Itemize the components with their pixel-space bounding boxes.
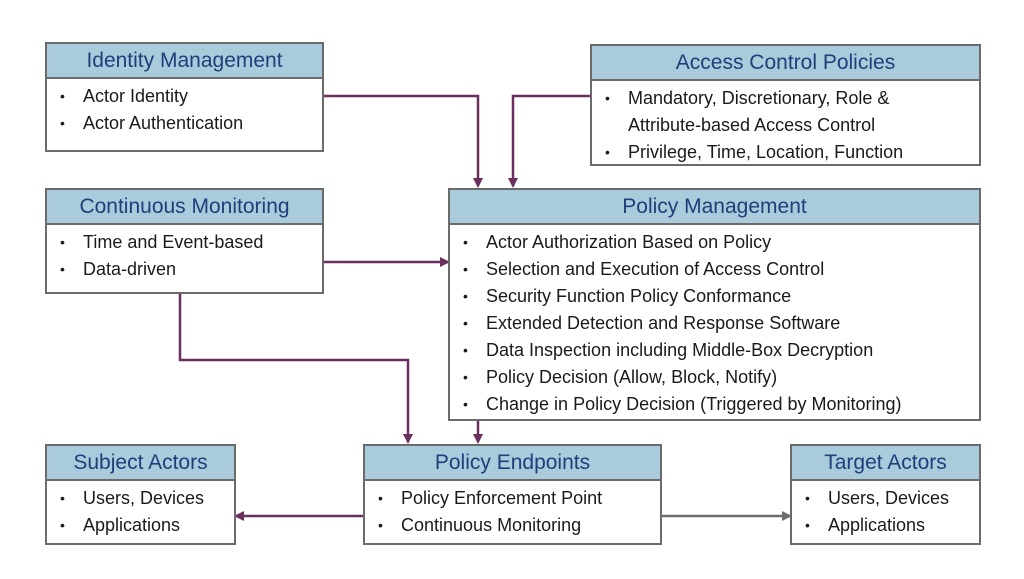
list-item: •Extended Detection and Response Softwar… [463,313,841,333]
arrow-access-policy [508,94,591,188]
subject-actors-box: Subject Actors •Users, Devices •Applicat… [45,444,236,545]
list-item: •Security Function Policy Conformance [463,286,792,306]
subject-actors-list: •Users, Devices •Applications [47,481,234,539]
list-item: •Policy Enforcement Point [378,488,603,508]
subject-actors-title: Subject Actors [47,446,234,481]
list-item: •Users, Devices [805,488,950,508]
continuous-monitoring-list: •Time and Event-based •Data-driven [47,225,322,283]
identity-management-list: •Actor Identity •Actor Authentication [47,79,322,137]
list-item: •Data-driven [60,259,177,279]
list-item: •Applications [60,515,181,535]
policy-endpoints-list: •Policy Enforcement Point •Continuous Mo… [365,481,660,539]
identity-management-title: Identity Management [47,44,322,79]
list-item: •Change in Policy Decision (Triggered by… [463,394,902,414]
continuous-monitoring-title: Continuous Monitoring [47,190,322,225]
list-item: •Actor Authentication [60,113,244,133]
list-item: •Selection and Execution of Access Contr… [463,259,825,279]
policy-management-title: Policy Management [450,190,979,225]
policy-management-box: Policy Management •Actor Authorization B… [448,188,981,421]
target-actors-box: Target Actors •Users, Devices •Applicati… [790,444,981,545]
continuous-monitoring-box: Continuous Monitoring •Time and Event-ba… [45,188,324,294]
list-item: •Data Inspection including Middle-Box De… [463,340,874,360]
arrow-monitoring-endpoints [175,286,413,444]
list-item: •Privilege, Time, Location, Function [605,142,904,162]
list-item: •Time and Event-based [60,232,264,252]
access-control-policies-box: Access Control Policies •Mandatory, Disc… [590,44,981,166]
list-item: •Policy Decision (Allow, Block, Notify) [463,367,778,387]
access-control-policies-list: •Mandatory, Discretionary, Role & Attrib… [592,81,979,166]
list-item: •Applications [805,515,926,535]
policy-endpoints-title: Policy Endpoints [365,446,660,481]
policy-management-list: •Actor Authorization Based on Policy •Se… [450,225,979,418]
list-item: •Actor Identity [60,86,189,106]
list-item: •Mandatory, Discretionary, Role & [605,88,890,108]
target-actors-title: Target Actors [792,446,979,481]
arrow-identity-policy [316,91,483,188]
identity-management-box: Identity Management •Actor Identity •Act… [45,42,324,152]
policy-endpoints-box: Policy Endpoints •Policy Enforcement Poi… [363,444,662,545]
list-item: •Users, Devices [60,488,205,508]
access-control-policies-title: Access Control Policies [592,46,979,81]
list-item: Attribute-based Access Control [628,115,876,135]
target-actors-list: •Users, Devices •Applications [792,481,979,539]
list-item: •Continuous Monitoring [378,515,582,535]
list-item: •Actor Authorization Based on Policy [463,232,772,252]
